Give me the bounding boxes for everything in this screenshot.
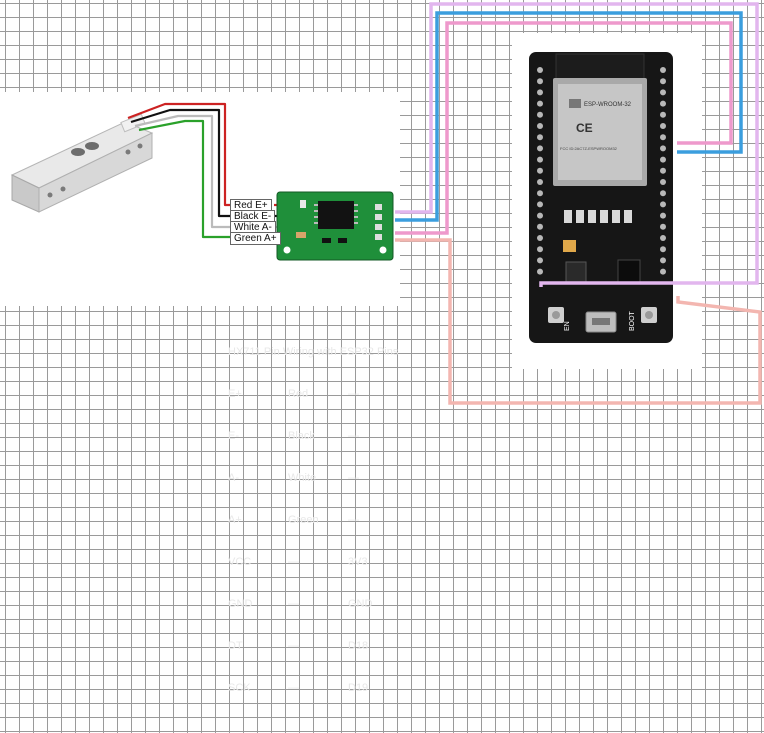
header-pin xyxy=(660,67,666,73)
svg-text:CE: CE xyxy=(576,121,593,135)
header-pin xyxy=(537,223,543,230)
header-pin xyxy=(660,268,666,275)
mapping-cell: 3V3 xyxy=(348,556,368,568)
jumper-blue xyxy=(395,11,743,222)
mapping-table-title: HX711 Pin Wiring with ESP32 Pins xyxy=(228,346,399,358)
header-pin xyxy=(537,134,543,141)
header-pin xyxy=(537,67,543,73)
header-pin xyxy=(660,111,666,118)
wire-red xyxy=(127,102,236,207)
mapping-cell: — xyxy=(288,598,299,610)
header-pin xyxy=(660,212,666,219)
header-pin xyxy=(537,268,543,275)
boot-button-label: BOOT xyxy=(629,310,636,331)
header-pin xyxy=(537,257,543,264)
header-pin xyxy=(660,257,666,264)
mapping-cell: — xyxy=(288,556,299,568)
mapping-cell: Green xyxy=(288,514,319,526)
label-green-a-plus: Green A+ xyxy=(230,232,281,245)
header-pin xyxy=(660,145,666,152)
header-pin xyxy=(660,89,666,96)
header-pin xyxy=(660,179,666,185)
mapping-cell: D19 xyxy=(348,682,369,694)
mapping-cell: D18 xyxy=(348,640,369,652)
header-pin xyxy=(660,156,666,163)
jumper-wires xyxy=(395,2,762,405)
mapping-cell: Red xyxy=(288,388,309,400)
header-pin xyxy=(537,145,543,152)
wire-white xyxy=(134,114,236,229)
header-pin xyxy=(537,111,543,118)
hx711-module xyxy=(276,191,394,261)
mapping-cell: A- xyxy=(228,472,239,484)
mapping-cell: — xyxy=(348,514,359,526)
mapping-cell: SCK xyxy=(228,682,251,694)
mapping-cell: — xyxy=(288,682,299,694)
header-pin xyxy=(660,123,666,129)
jumper-salmon xyxy=(395,238,762,405)
mapping-cell: — xyxy=(348,430,359,442)
header-pin xyxy=(537,167,543,174)
fcc-label: FCC ID:2AC7Z-ESPWROOM32 xyxy=(560,146,618,151)
mapping-cell: White xyxy=(288,472,317,484)
header-pin xyxy=(537,179,543,185)
header-pin xyxy=(660,223,666,230)
header-pin xyxy=(537,235,543,241)
header-pin xyxy=(660,78,666,85)
mapping-cell: E+ xyxy=(228,388,242,400)
header-pin xyxy=(660,246,666,253)
header-pin xyxy=(537,201,543,208)
header-pin xyxy=(660,100,666,107)
esp32-pin-headers xyxy=(537,67,666,275)
header-pin xyxy=(660,235,666,241)
mapping-cell: VCC xyxy=(228,556,252,568)
chip-label: ESP-WROOM-32 xyxy=(584,102,632,108)
wire-black xyxy=(130,108,236,218)
header-pin xyxy=(537,190,543,197)
wire-green xyxy=(138,119,236,239)
mapping-cell: Black xyxy=(288,430,315,442)
mapping-cell: GND xyxy=(228,598,253,610)
header-pin xyxy=(537,123,543,129)
header-pin xyxy=(537,156,543,163)
mapping-cell: A+ xyxy=(228,514,242,526)
header-pin xyxy=(660,201,666,208)
header-pin xyxy=(537,212,543,219)
mapping-cell: E- xyxy=(228,430,239,442)
load-cell xyxy=(10,113,154,213)
en-button-label: EN xyxy=(564,321,571,331)
header-pin xyxy=(660,190,666,197)
mapping-cell: — xyxy=(288,640,299,652)
header-pin xyxy=(537,78,543,85)
mapping-cell: — xyxy=(348,388,359,400)
header-pin xyxy=(537,246,543,253)
mapping-cell: DT xyxy=(228,640,243,652)
header-pin xyxy=(537,100,543,107)
mapping-cell: GND xyxy=(348,598,373,610)
jumper-violet xyxy=(395,2,759,287)
mapping-cell: — xyxy=(348,472,359,484)
jumper-pink xyxy=(395,21,733,235)
header-pin xyxy=(537,89,543,96)
esp32-board: ESP-WROOM-32 CE FCC ID:2AC7Z-ESPWROOM32 … xyxy=(529,52,673,343)
header-pin xyxy=(660,167,666,174)
header-pin xyxy=(660,134,666,141)
